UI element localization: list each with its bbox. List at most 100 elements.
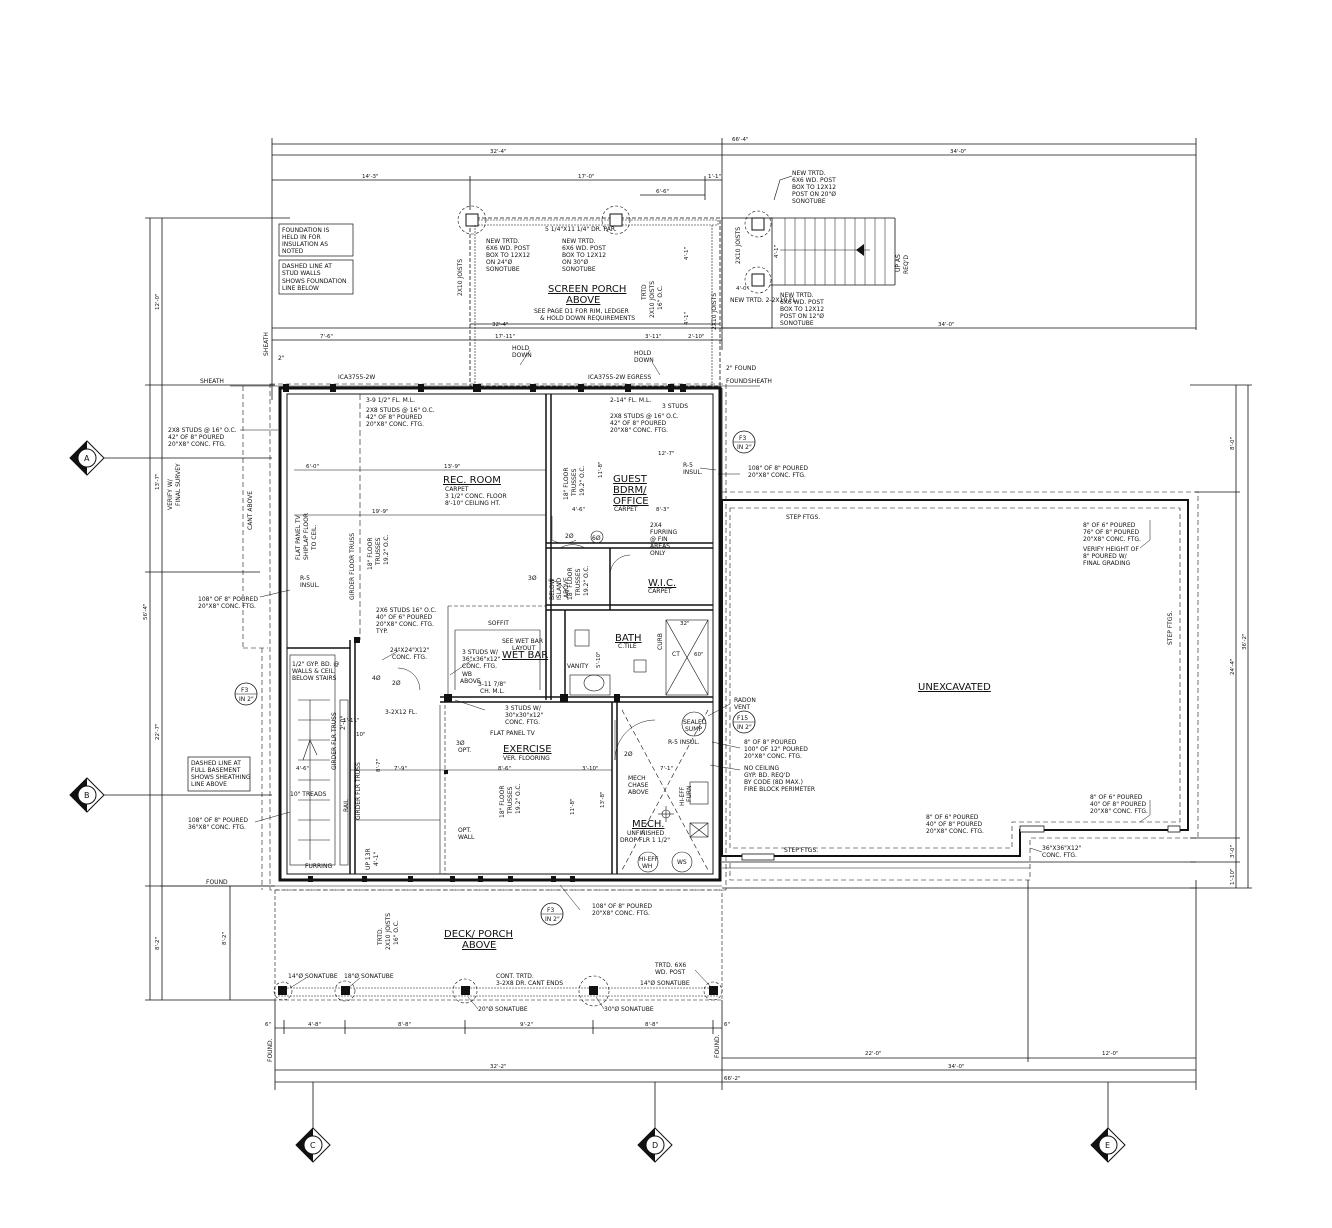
svg-text:DASHED LINE AT: DASHED LINE AT	[282, 263, 332, 270]
dim-bot-overall: 66'-2"	[724, 1076, 741, 1082]
svg-text:16" O.C.: 16" O.C.	[393, 920, 400, 945]
svg-text:CONC. FTG.: CONC. FTG.	[462, 663, 497, 670]
svg-text:6X6 WD. POST: 6X6 WD. POST	[780, 299, 824, 306]
svg-text:3-2X8 DR. CANT ENDS: 3-2X8 DR. CANT ENDS	[496, 980, 563, 987]
svg-text:E: E	[1105, 1141, 1110, 1150]
svg-text:ISLAND: ISLAND	[556, 577, 563, 600]
interior-walls	[287, 394, 713, 874]
found-left: FOUND.	[267, 1038, 274, 1062]
svg-text:14"Ø SONATUBE: 14"Ø SONATUBE	[640, 980, 690, 987]
svg-text:RADON: RADON	[734, 697, 756, 704]
room-exercise: EXERCISE VER. FLOORING FLAT PANEL TV OPT…	[394, 730, 673, 841]
svg-text:CURB: CURB	[657, 633, 664, 650]
sheath-right: SHEATH	[748, 378, 772, 385]
svg-text:3 STUDS W/: 3 STUDS W/	[505, 705, 542, 712]
svg-text:BATH: BATH	[615, 633, 642, 644]
svg-text:CANT ABOVE: CANT ABOVE	[247, 491, 254, 530]
svg-text:FOUND: FOUND	[726, 378, 748, 385]
leader-lines	[240, 349, 1043, 1010]
rec-room-label: REC. ROOM	[443, 475, 501, 486]
svg-text:7'-1": 7'-1"	[660, 766, 673, 772]
svg-text:36"X8" CONC. FTG.: 36"X8" CONC. FTG.	[188, 824, 246, 831]
basement-outer-walls	[242, 383, 727, 891]
svg-text:ABOVE: ABOVE	[628, 789, 649, 796]
post-note-1: NEW TRTD. 6X6 WD. POST BOX TO 12X12 ON 2…	[486, 238, 530, 273]
dim-mid-right: 34'-0"	[938, 322, 955, 328]
interior-stair	[289, 654, 349, 866]
svg-text:SHEATH: SHEATH	[263, 332, 270, 356]
svg-text:TRUSSES: TRUSSES	[507, 786, 514, 815]
svg-text:IN 2": IN 2"	[737, 444, 752, 451]
svg-text:FLAT PANEL TV: FLAT PANEL TV	[490, 730, 536, 737]
svg-text:STEP FTGS.: STEP FTGS.	[1167, 611, 1174, 645]
svg-text:CONT. TRTD.: CONT. TRTD.	[496, 973, 534, 980]
svg-text:STEP FTGS.: STEP FTGS.	[784, 847, 818, 854]
dim-right-36: 36'-2"	[1242, 633, 1248, 650]
svg-text:CH. M.L.: CH. M.L.	[480, 688, 505, 695]
svg-text:20"X8" CONC. FTG.: 20"X8" CONC. FTG.	[198, 603, 256, 610]
svg-text:8'-2": 8'-2"	[222, 932, 228, 945]
svg-text:@ FIN: @ FIN	[650, 536, 668, 543]
svg-text:ONLY: ONLY	[650, 550, 666, 557]
svg-text:GIRDER FLR TRUSS: GIRDER FLR TRUSS	[331, 712, 338, 770]
svg-text:ABOVE: ABOVE	[460, 678, 481, 685]
svg-text:6X6 WD. POST: 6X6 WD. POST	[486, 245, 530, 252]
bath-fixtures	[569, 619, 709, 696]
svg-text:ABOVE: ABOVE	[563, 577, 570, 598]
grid-lines	[100, 457, 1109, 1130]
svg-text:IN 2": IN 2"	[239, 696, 254, 703]
svg-text:TRUSSES: TRUSSES	[575, 568, 582, 597]
ica-window-2: ICA3755-2W EGRESS	[588, 374, 651, 381]
svg-text:A: A	[84, 454, 90, 463]
svg-text:DROP FLR 1 1/2": DROP FLR 1 1/2"	[620, 837, 670, 844]
svg-text:WS: WS	[677, 859, 687, 866]
svg-text:7'-9": 7'-9"	[394, 766, 407, 772]
foundation-note-box: FOUNDATION IS HELD IN FOR INSULATION AS …	[278, 223, 354, 295]
svg-text:6X6 WD. POST: 6X6 WD. POST	[792, 177, 836, 184]
svg-text:VERIFY HEIGHT OF: VERIFY HEIGHT OF	[1083, 546, 1139, 553]
svg-text:OFFICE: OFFICE	[613, 496, 649, 507]
post-note-4: NEW TRTD. 6X6 WD. POST BOX TO 12X12 POST…	[780, 292, 824, 327]
svg-text:3'-10": 3'-10"	[582, 766, 599, 772]
exterior-stair: UP AS REQ'D NEW TRTD. 6X6 WD. POST BOX T…	[721, 170, 910, 329]
svg-text:SEE WET BAR: SEE WET BAR	[502, 638, 543, 645]
dr-par-note: 5 1/4"X11 1/4" DR. PAR.	[545, 226, 617, 233]
svg-text:4'-6": 4'-6"	[572, 507, 585, 513]
svg-text:SHIPLAP FLOOR: SHIPLAP FLOOR	[303, 513, 310, 560]
svg-text:20"X8" CONC. FTG.: 20"X8" CONC. FTG.	[744, 753, 802, 760]
svg-text:STUD WALLS: STUD WALLS	[282, 270, 321, 277]
columns	[354, 637, 620, 774]
svg-text:MECH: MECH	[628, 775, 646, 782]
svg-text:13'-8": 13'-8"	[600, 791, 606, 808]
svg-text:NOTED: NOTED	[282, 248, 304, 255]
room-wet-bar: WET BAR SEE WET BAR LAYOUT SOFFIT	[488, 620, 548, 661]
svg-text:GYP. BD. REQ'D: GYP. BD. REQ'D	[744, 772, 790, 779]
svg-text:GUEST: GUEST	[613, 474, 648, 485]
svg-text:EXERCISE: EXERCISE	[503, 744, 552, 755]
left-dim-text: 56'-4" 12'-0" 13'-7" 22'-7" 8'-2" VERIFY…	[143, 293, 182, 950]
svg-text:B: B	[84, 791, 90, 800]
treads-note: 10" TREADS	[290, 791, 327, 798]
svg-text:2X4: 2X4	[650, 522, 662, 529]
room-guest: GUEST BDRM/ OFFICE CARPET 12'-7" 11'-8" …	[572, 451, 675, 513]
svg-text:2X10 JOISTS: 2X10 JOISTS	[385, 913, 392, 950]
dim-bot-22: 22'-0"	[865, 1051, 882, 1057]
dim-bot-b: 8'-8"	[398, 1022, 411, 1028]
svg-text:VENT: VENT	[734, 704, 750, 711]
svg-text:2Ø: 2Ø	[392, 680, 401, 687]
svg-text:19.2" O.C.: 19.2" O.C.	[583, 565, 590, 596]
svg-text:8" OF 6" POURED: 8" OF 6" POURED	[1090, 794, 1143, 801]
svg-text:2": 2"	[278, 355, 285, 362]
callout-f3-c: F3 IN 2"	[540, 902, 564, 926]
verify-note-1: VERIFY W/	[167, 478, 174, 510]
svg-text:60": 60"	[694, 652, 704, 658]
svg-text:8" OF 8" POURED: 8" OF 8" POURED	[744, 739, 797, 746]
svg-text:CONC. FTG.: CONC. FTG.	[505, 719, 540, 726]
dim-bot-left: 32'-2"	[490, 1064, 507, 1070]
svg-text:REQ'D: REQ'D	[903, 255, 910, 274]
svg-text:BOX TO 12X12: BOX TO 12X12	[780, 306, 824, 313]
svg-text:19'-9": 19'-9"	[372, 509, 389, 515]
svg-text:FURN: FURN	[686, 786, 693, 803]
dim-top-seg2: 17'-0"	[578, 174, 595, 180]
